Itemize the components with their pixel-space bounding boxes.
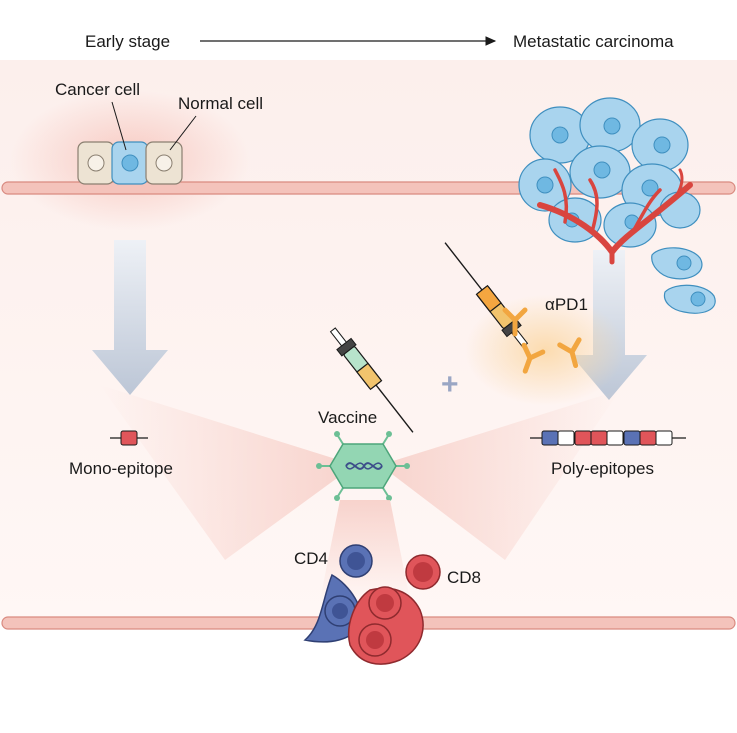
cancer-cell-label: Cancer cell	[55, 80, 140, 99]
left-down-arrow	[92, 240, 168, 395]
cd8-bound-nucleus	[376, 594, 394, 612]
header-early-stage: Early stage	[85, 32, 170, 51]
cd4-bound-nucleus	[332, 603, 348, 619]
beam-left	[100, 385, 355, 560]
t-cells	[303, 544, 441, 665]
cd8-label: CD8	[447, 568, 481, 587]
cancer-nucleus	[121, 154, 139, 172]
vaccine-particle	[316, 431, 410, 501]
cd4-nucleus	[347, 552, 365, 570]
normal-cell-label: Normal cell	[178, 94, 263, 113]
antibody-label: αPD1	[545, 295, 588, 314]
header-metastatic: Metastatic carcinoma	[513, 32, 674, 51]
blood-vessels	[537, 168, 693, 265]
normal-nucleus	[87, 154, 105, 172]
migrating-cells	[651, 247, 716, 314]
vaccine-syringe	[329, 327, 414, 433]
plus-sign: +	[441, 368, 459, 401]
normal-cell-leader	[169, 115, 197, 151]
cancer-cell-leader	[111, 101, 127, 151]
normal-nucleus	[155, 154, 173, 172]
mono-epitope-label: Mono-epitope	[69, 459, 173, 478]
poly-epitope-glyph	[530, 430, 686, 446]
mono-epitope-glyph	[110, 430, 148, 446]
cd8-nucleus	[413, 562, 433, 582]
cd4-label: CD4	[294, 549, 328, 568]
early-cells	[77, 141, 183, 185]
poly-epitopes-label: Poly-epitopes	[551, 459, 654, 478]
antibodies	[502, 307, 582, 374]
vaccine-label: Vaccine	[318, 408, 377, 427]
cd8-lower-nucleus	[366, 631, 384, 649]
